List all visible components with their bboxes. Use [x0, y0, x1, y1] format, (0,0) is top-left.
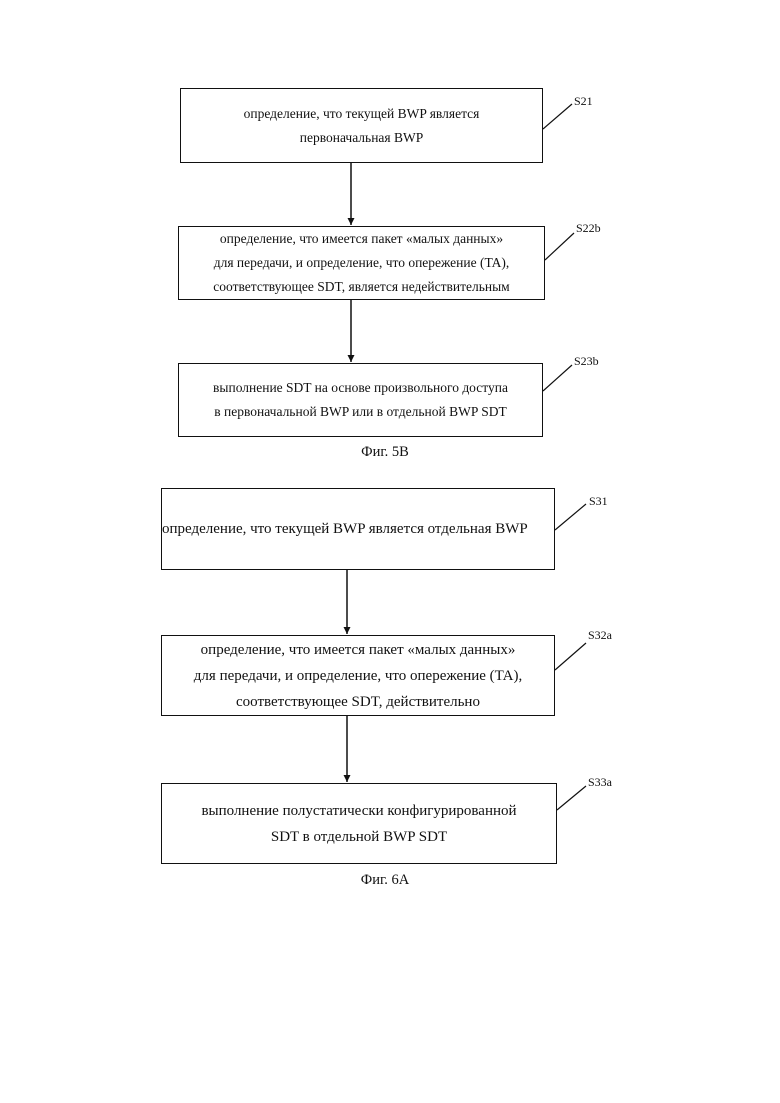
step-text: выполнение SDT на основе произвольного д…: [213, 376, 508, 400]
figure-caption-5b: Фиг. 5B: [340, 444, 430, 461]
step-box-s33a: выполнение полустатически конфигурирован…: [161, 783, 557, 864]
leader-s33a: [557, 786, 586, 810]
step-text: определение, что текущей BWP является от…: [162, 516, 528, 542]
figure-caption-6a: Фиг. 6A: [340, 872, 430, 889]
step-text: соответствующее SDT, действительно: [236, 689, 480, 715]
leader-s23b: [543, 365, 572, 391]
step-text: определение, что имеется пакет «малых да…: [201, 637, 516, 663]
step-text: выполнение полустатически конфигурирован…: [201, 798, 516, 824]
step-box-s21: определение, что текущей BWP является пе…: [180, 88, 543, 163]
leader-s21: [543, 104, 572, 129]
step-text: первоначальная BWP: [300, 126, 424, 150]
step-text: в первоначальной BWP или в отдельной BWP…: [214, 400, 507, 424]
step-box-s32a: определение, что имеется пакет «малых да…: [161, 635, 555, 716]
step-label-s21: S21: [574, 94, 593, 108]
step-text: SDT в отдельной BWP SDT: [271, 824, 447, 850]
leader-s31: [555, 504, 586, 530]
leader-s32a: [555, 643, 586, 670]
step-label-s23b: S23b: [574, 354, 599, 368]
step-label-s33a: S33a: [588, 775, 612, 789]
step-box-s22b: определение, что имеется пакет «малых да…: [178, 226, 545, 300]
step-text: определение, что текущей BWP является: [244, 102, 480, 126]
step-text: для передачи, и определение, что опереже…: [214, 251, 510, 275]
step-text: для передачи, и определение, что опереже…: [194, 663, 522, 689]
step-label-s22b: S22b: [576, 221, 601, 235]
step-box-s31: определение, что текущей BWP является от…: [161, 488, 555, 570]
step-label-s32a: S32a: [588, 628, 612, 642]
step-box-s23b: выполнение SDT на основе произвольного д…: [178, 363, 543, 437]
step-text: определение, что имеется пакет «малых да…: [220, 227, 503, 251]
step-text: соответствующее SDT, является недействит…: [213, 275, 509, 299]
step-label-s31: S31: [589, 494, 608, 508]
leader-s22b: [545, 233, 574, 260]
